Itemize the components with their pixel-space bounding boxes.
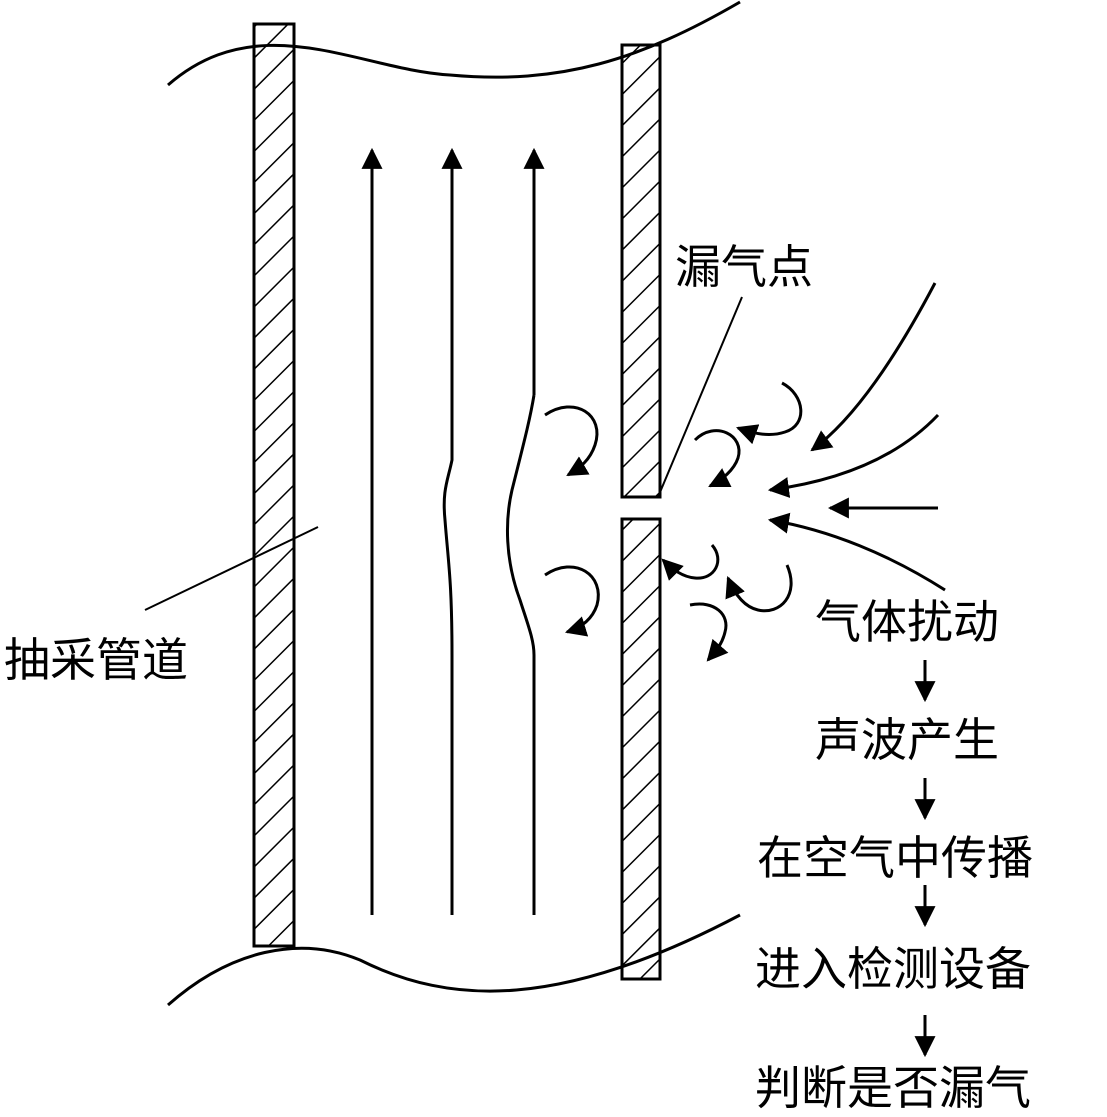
flow-deflection-mask [440, 395, 550, 655]
process-step-2: 声波产生 [815, 713, 999, 767]
process-step-3: 在空气中传播 [757, 831, 1033, 885]
swirl-arrow-outer-3 [661, 544, 720, 581]
pipe-bottom-break-line [167, 913, 741, 1007]
swirl-arrow-inner-top [544, 405, 599, 477]
pipe-right-wall-lower [620, 517, 662, 981]
swirl-arrow-outer-1 [736, 381, 803, 445]
leak-point-label: 漏气点 [675, 240, 813, 294]
external-flow-arrow-1 [810, 282, 937, 452]
process-step-5: 判断是否漏气 [755, 1061, 1031, 1115]
swirl-arrow-outer-2 [693, 429, 741, 488]
pipe-leader-line [144, 526, 319, 611]
pipe-label: 抽采管道 [4, 633, 188, 687]
leak-point-leader-line [657, 296, 743, 498]
swirl-arrow-outer-5 [689, 602, 729, 662]
pipe-left-wall [252, 22, 296, 948]
external-flow-arrow-2 [767, 413, 940, 498]
swirl-arrow-inner-bottom [544, 565, 600, 637]
process-step-1: 气体扰动 [815, 595, 999, 649]
pipe-right-wall-upper [620, 43, 662, 499]
swirl-arrow-outer-4 [725, 564, 793, 613]
process-step-4: 进入检测设备 [755, 942, 1031, 996]
external-flow-arrow-4 [767, 512, 946, 592]
flow-line-deflected-2 [442, 395, 454, 656]
flow-line-deflected-3 [506, 394, 536, 656]
